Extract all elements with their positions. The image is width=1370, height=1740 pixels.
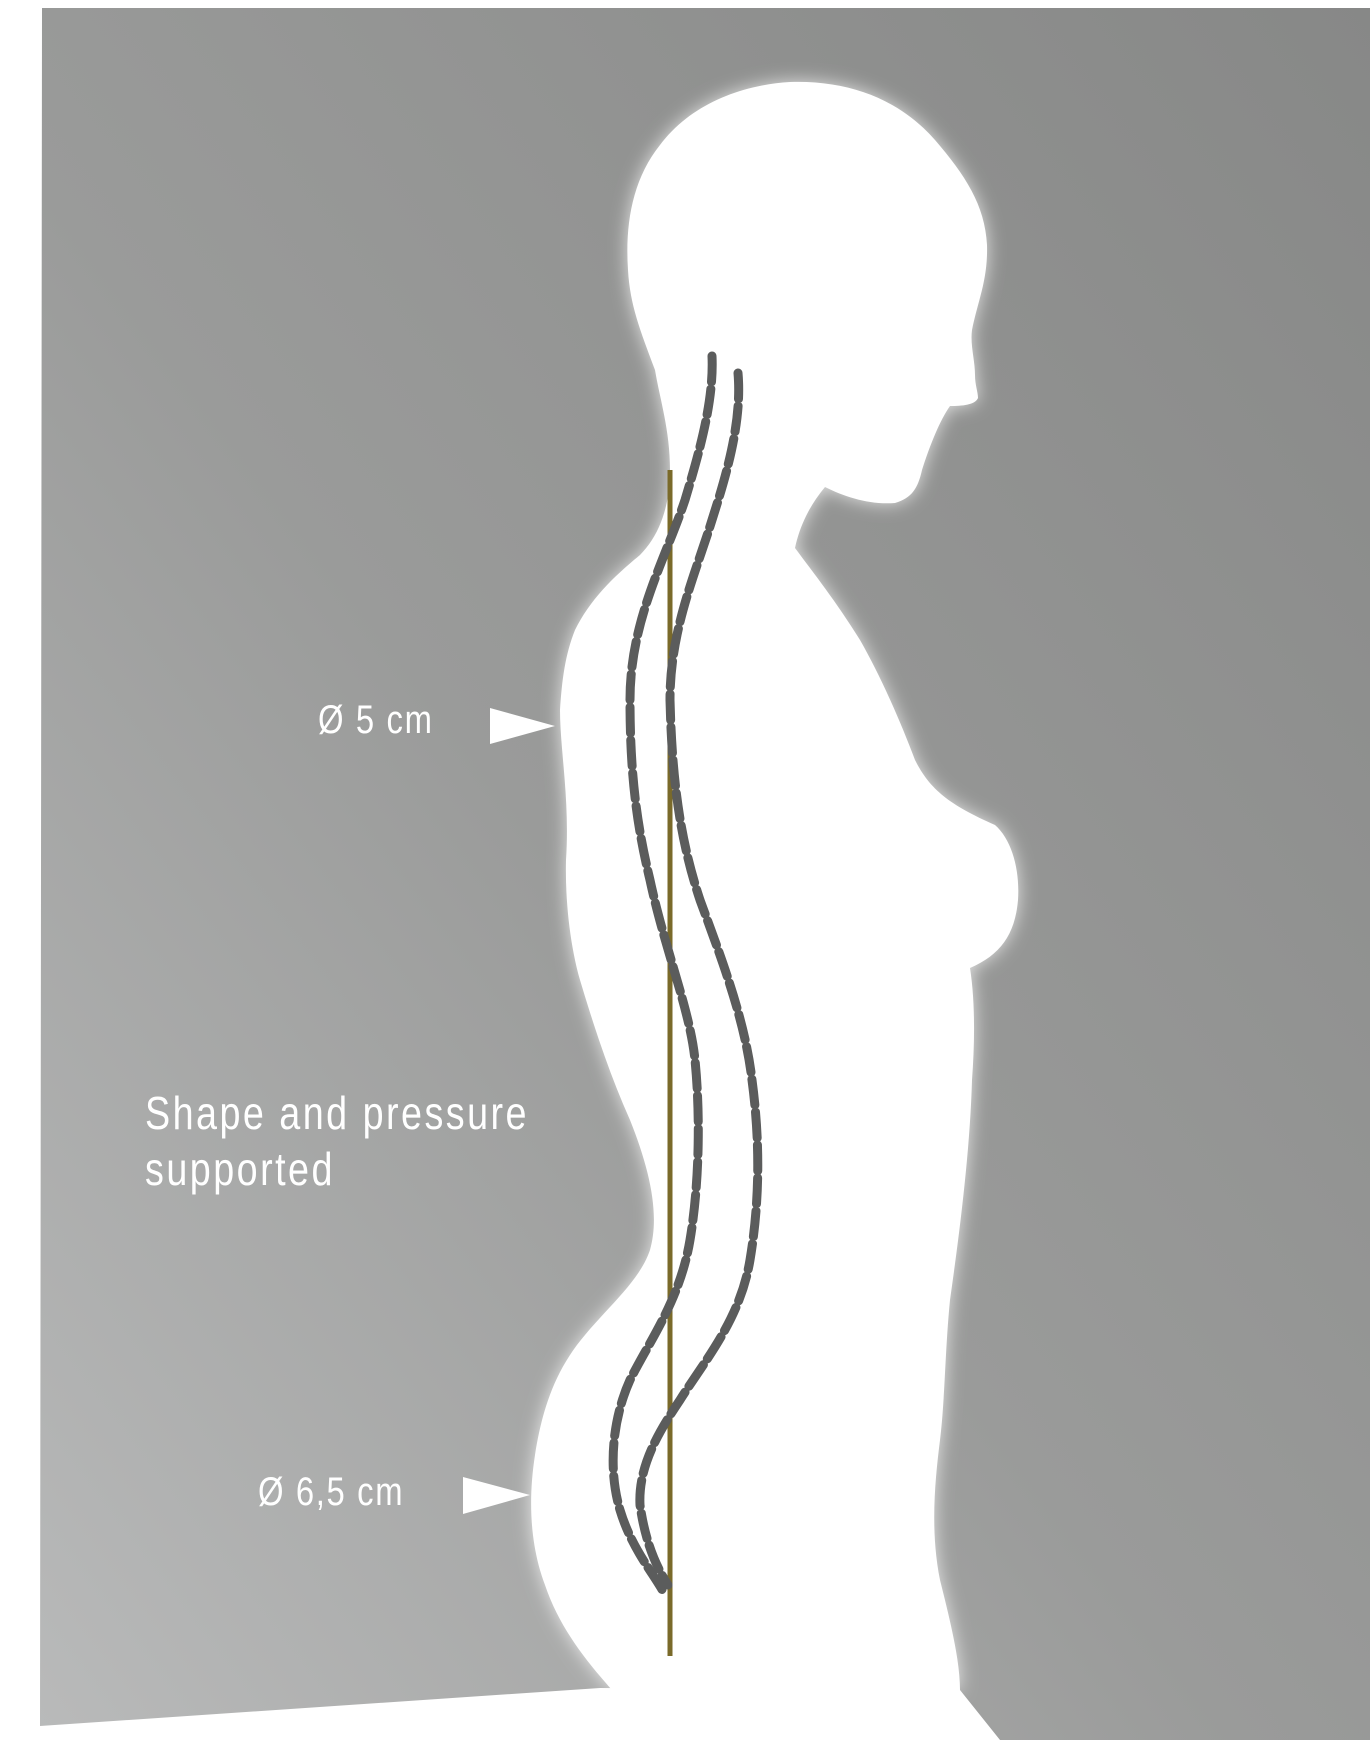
diameter-label-top: Ø 5 cm [318,698,434,743]
diameter-label-bottom: Ø 6,5 cm [258,1470,404,1515]
caption: Shape and pressure supported [145,1085,604,1197]
caption-line-2: supported [145,1141,604,1197]
caption-line-1: Shape and pressure [145,1085,604,1141]
